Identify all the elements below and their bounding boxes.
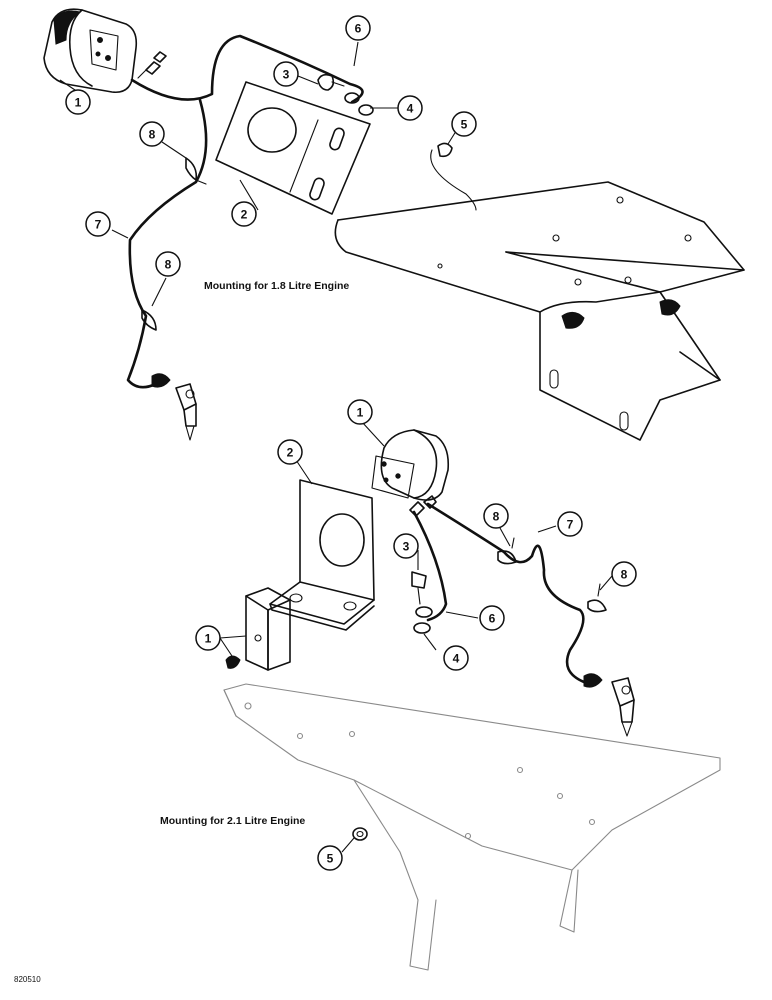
svg-text:7: 7: [567, 518, 574, 532]
bottom-callout-7: 7: [557, 511, 583, 537]
bottom-bolt: [411, 571, 427, 605]
top-leaders: [59, 41, 459, 307]
top-callout-2: 2: [231, 201, 257, 227]
top-callout-7: 7: [85, 211, 111, 237]
bottom-gauge: [371, 429, 450, 501]
svg-text:4: 4: [407, 102, 414, 116]
bottom-callout-8-upper: 8: [483, 503, 509, 529]
top-gauge-terminals: [137, 51, 167, 79]
top-callout-8-upper: 8: [139, 121, 165, 147]
top-callout-8-lower: 8: [155, 251, 181, 277]
svg-text:2: 2: [287, 446, 294, 460]
top-assembly: 1 2 3 4 5 6 7 8: [43, 8, 745, 441]
svg-text:5: 5: [327, 852, 334, 866]
top-engine-bracket: [334, 181, 745, 441]
svg-text:2: 2: [241, 208, 248, 222]
top-washers: [344, 92, 374, 116]
bottom-washers: [413, 606, 433, 634]
bottom-angle-bracket: [269, 479, 375, 631]
bottom-wire-terminals: [409, 495, 437, 517]
top-callout-6: 6: [345, 15, 371, 41]
bottom-engine-bracket: [223, 683, 721, 971]
bottom-sender-unit: [583, 673, 635, 737]
bottom-callout-1: 1: [347, 399, 373, 425]
svg-text:7: 7: [95, 218, 102, 232]
svg-text:3: 3: [403, 540, 410, 554]
figure-id: 820510: [14, 975, 41, 984]
bottom-callout-1-lower: 1: [195, 625, 221, 651]
bottom-nut: [352, 827, 368, 841]
svg-text:1: 1: [205, 632, 212, 646]
bottom-leaders: [219, 421, 613, 853]
bottom-assembly: 1 2 3 4 5 6 7 8: [160, 399, 721, 971]
bottom-callout-6: 6: [479, 605, 505, 631]
top-clip-upper: [185, 157, 207, 185]
bottom-clip-lower: [587, 583, 607, 613]
top-callout-4: 4: [397, 95, 423, 121]
top-wire-7: [126, 98, 208, 389]
svg-text:1: 1: [357, 406, 364, 420]
bottom-callout-5: 5: [317, 845, 343, 871]
bottom-callout-4: 4: [443, 645, 469, 671]
bottom-clip-upper: [497, 537, 517, 565]
svg-text:8: 8: [493, 510, 500, 524]
top-callout-5: 5: [451, 111, 477, 137]
top-callout-3: 3: [273, 61, 299, 87]
bottom-callout-3: 3: [393, 533, 419, 559]
svg-text:6: 6: [489, 612, 496, 626]
svg-text:6: 6: [355, 22, 362, 36]
top-callout-1: 1: [65, 89, 91, 115]
svg-text:3: 3: [283, 68, 290, 82]
top-nut: [430, 142, 477, 211]
svg-text:5: 5: [461, 118, 468, 132]
bottom-wire-6: [412, 510, 448, 622]
top-bolt: [317, 73, 345, 91]
top-bracket-plate: [215, 81, 371, 215]
svg-text:1: 1: [75, 96, 82, 110]
bottom-wire-7: [426, 502, 586, 684]
svg-text:8: 8: [621, 568, 628, 582]
bottom-caption: Mounting for 2.1 Litre Engine: [160, 815, 305, 827]
svg-text:4: 4: [453, 652, 460, 666]
top-caption: Mounting for 1.8 Litre Engine: [204, 280, 349, 292]
bottom-callout-8-lower: 8: [611, 561, 637, 587]
top-clip-lower: [141, 309, 157, 331]
bottom-callout-2: 2: [277, 439, 303, 465]
top-sender-unit: [151, 373, 197, 441]
svg-text:8: 8: [149, 128, 156, 142]
svg-text:8: 8: [165, 258, 172, 272]
top-wire-6: [130, 34, 364, 104]
top-gauge: [43, 8, 138, 94]
bottom-mount-block: [225, 587, 291, 671]
